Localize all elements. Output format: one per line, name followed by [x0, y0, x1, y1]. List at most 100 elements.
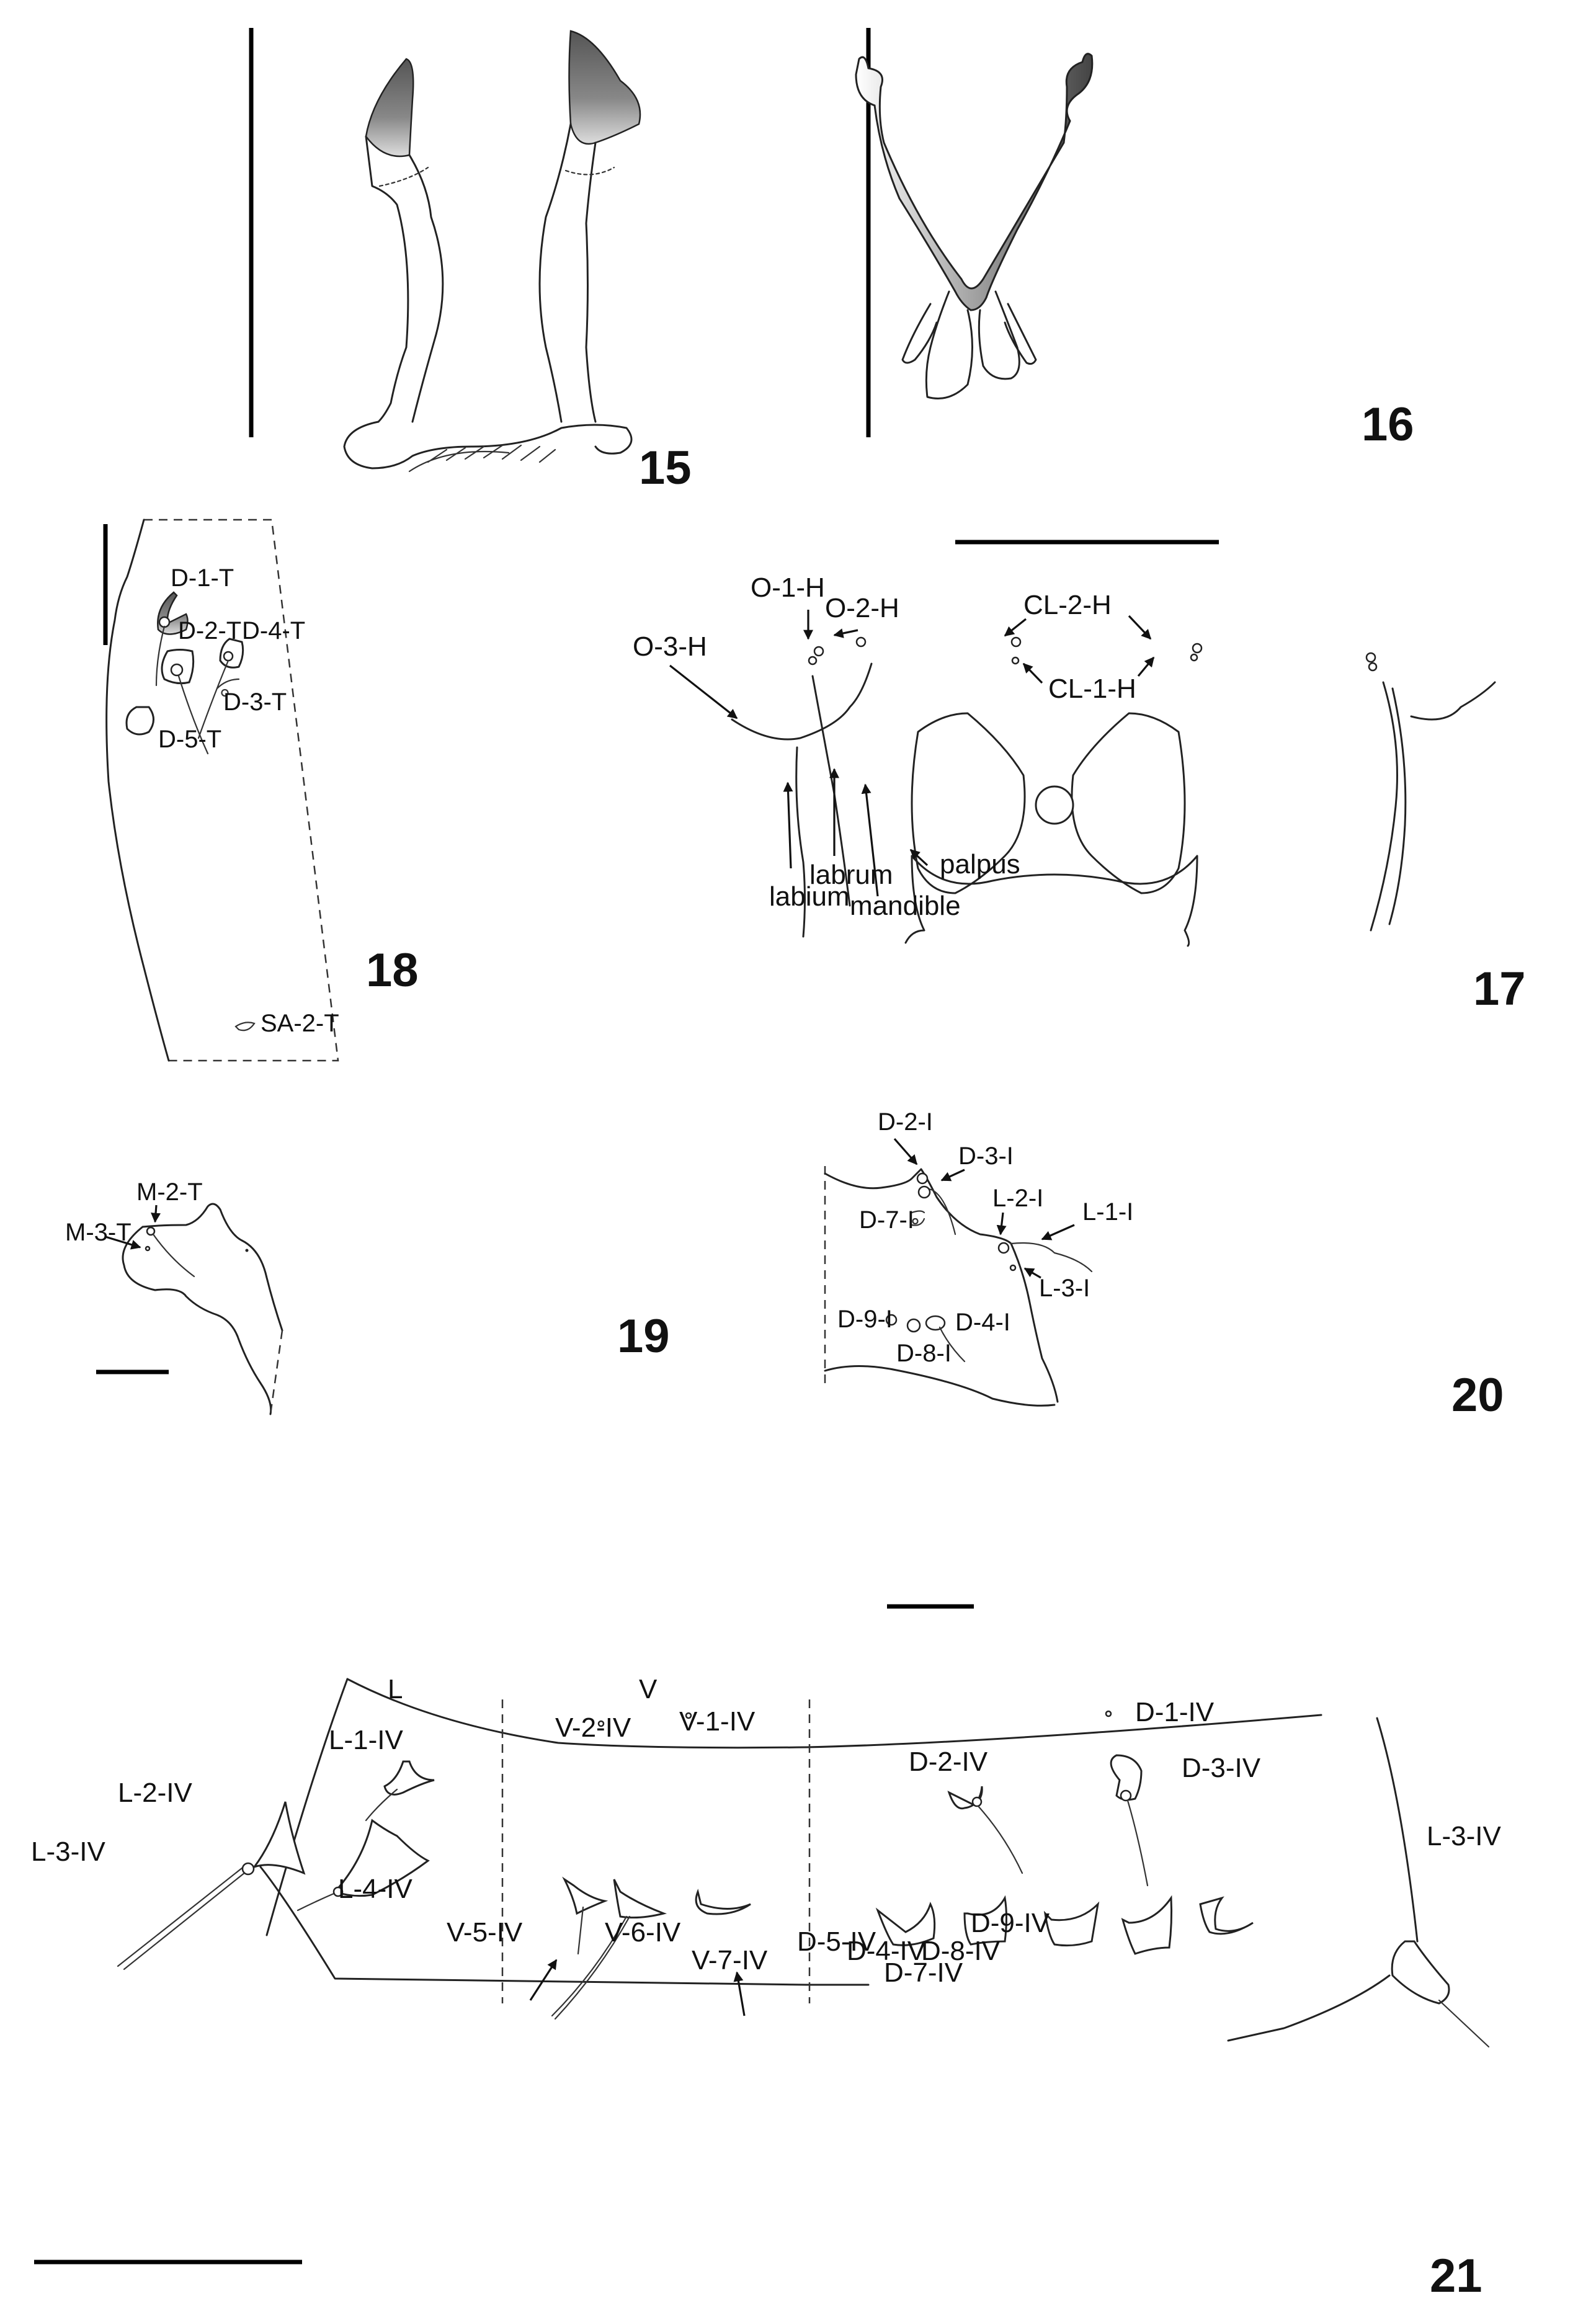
- seta-sa2t: [234, 1022, 256, 1031]
- hair-d2iv: [977, 1805, 1023, 1874]
- hair-d4i: [938, 1326, 966, 1363]
- arrow-l3i: [1023, 1267, 1041, 1279]
- socket-d1t: [158, 616, 171, 628]
- label-d2iv: D-2-IV: [909, 1747, 988, 1777]
- hair-l2iv: [117, 1864, 249, 1971]
- label-l2i: L-2-I: [992, 1185, 1043, 1212]
- label-d4t: D-4-T: [242, 617, 305, 644]
- label-v2iv: V-2-IV: [555, 1712, 631, 1743]
- sclerite-19-dashed-edge: [269, 1330, 283, 1415]
- seta-v7iv: [695, 1889, 751, 1915]
- segment-21-right-edge: [1227, 1717, 1419, 2042]
- socket-cl2h-left: [1010, 636, 1022, 648]
- arrow-cl2h-left: [1004, 618, 1027, 637]
- arrow-d3i: [940, 1169, 965, 1182]
- left-suture: [378, 166, 429, 187]
- seta-v6iv: [613, 1879, 667, 1919]
- label-d8i: D-8-I: [896, 1340, 952, 1367]
- hair-l3iv-right: [1438, 1999, 1490, 2048]
- hair-v5iv: [577, 1906, 584, 1955]
- label-d9iv: D-9-IV: [971, 1908, 1050, 1938]
- region-label-ventral: V: [639, 1674, 658, 1704]
- arrow-cl1h-right: [1137, 656, 1155, 677]
- hair-l1i: [1010, 1242, 1093, 1273]
- socket-cl1h-right: [1190, 653, 1198, 662]
- arrow-l1i: [1041, 1224, 1075, 1240]
- label-d9i: D-9-I: [837, 1306, 893, 1333]
- label-d5iv: D-5-IV: [797, 1926, 876, 1957]
- seta-d3t: [216, 678, 240, 697]
- label-cl2h: CL-2-H: [1023, 590, 1112, 620]
- label-palpus: palpus: [940, 849, 1020, 880]
- seta-l1iv: [383, 1760, 435, 1796]
- label-d4i: D-4-I: [955, 1309, 1010, 1336]
- label-labrum: labrum: [809, 860, 893, 890]
- label-sa2t: SA-2-T: [261, 1010, 339, 1037]
- hair-d1t: [155, 625, 166, 687]
- right-stalk: [538, 123, 597, 423]
- label-d7iv: D-7-IV: [884, 1957, 963, 1988]
- seta-d5iv: [875, 1902, 936, 1946]
- pore-19: [245, 1249, 249, 1252]
- arrow-o2h: [833, 628, 858, 638]
- labium-left: [911, 712, 1026, 894]
- setae-brush: [408, 444, 556, 473]
- segment-20-outline: [824, 1168, 1059, 1407]
- socket-l4iv: [332, 1886, 344, 1897]
- seta-l2iv: [251, 1801, 306, 1875]
- arrow-palpus: [909, 848, 929, 866]
- hair-l4iv: [296, 1891, 339, 1912]
- label-mandible: mandible: [850, 891, 961, 921]
- figure-18: D-1-T D-2-T D-4-T D-3-T D-5-T SA-2-T 18: [103, 519, 419, 1062]
- label-l1i: L-1-I: [1082, 1198, 1133, 1226]
- seta-d8iv: [1121, 1895, 1173, 1955]
- figure-15: 15: [249, 28, 692, 494]
- arrow-v7iv: [733, 1971, 746, 2016]
- base-loop: [343, 421, 633, 470]
- socket-m2t: [146, 1226, 156, 1236]
- arrow-o3h: [669, 664, 738, 719]
- seta-d5t: [125, 706, 154, 736]
- figure-number-16: 16: [1362, 398, 1414, 451]
- label-labium: labium: [769, 881, 850, 912]
- arrow-mandible: [861, 783, 879, 897]
- socket-d2iv: [971, 1796, 983, 1807]
- figure-number-15: 15: [639, 442, 692, 494]
- segment-21-bottom: [259, 1866, 870, 1986]
- socket-right-2: [1368, 662, 1378, 672]
- mouthpart-base: [904, 855, 1198, 947]
- seta-d4iv: [963, 1895, 1007, 1946]
- socket-l3i: [1009, 1264, 1017, 1271]
- seta-v2iv: [685, 1712, 692, 1719]
- segment-21-top: [346, 1678, 1322, 1749]
- left-apex: [365, 58, 414, 158]
- socket-d3iv: [1120, 1789, 1132, 1802]
- socket-cl1h-left: [1011, 656, 1020, 665]
- v-sclerite: [855, 53, 1094, 311]
- socket-d4t: [223, 651, 234, 662]
- seta-d4i: [925, 1315, 946, 1331]
- figure-number-21: 21: [1430, 2250, 1482, 2298]
- labium-right: [1071, 712, 1186, 894]
- label-v1iv: V-1-IV: [679, 1706, 756, 1737]
- label-d1t: D-1-T: [171, 564, 234, 592]
- seta-l4iv: [333, 1819, 430, 1897]
- label-l3iv-right: L-3-IV: [1427, 1821, 1501, 1851]
- socket-l2iv: [241, 1862, 255, 1876]
- figure-number-17: 17: [1473, 963, 1526, 1015]
- v-lower-arms: [925, 290, 1020, 399]
- label-d2i: D-2-I: [878, 1108, 933, 1136]
- figure-16: 16: [855, 28, 1414, 451]
- hair-d2t: [177, 675, 209, 755]
- arrow-cl1h-left: [1022, 662, 1043, 684]
- figure-20: D-2-I D-3-I D-7-I L-2-I L-1-I L-3-I D-9-…: [824, 1108, 1504, 1609]
- arrow-l2i: [996, 1212, 1007, 1236]
- figure-number-19: 19: [617, 1310, 670, 1363]
- seta-d8i: [906, 1318, 921, 1333]
- right-suture: [564, 166, 615, 176]
- label-d2t: D-2-T: [178, 617, 241, 644]
- arrow-m2t: [151, 1205, 161, 1223]
- seta-d9i: [885, 1314, 898, 1326]
- label-cl1h: CL-1-H: [1048, 674, 1136, 704]
- seta-l3iv-right: [1391, 1940, 1450, 2005]
